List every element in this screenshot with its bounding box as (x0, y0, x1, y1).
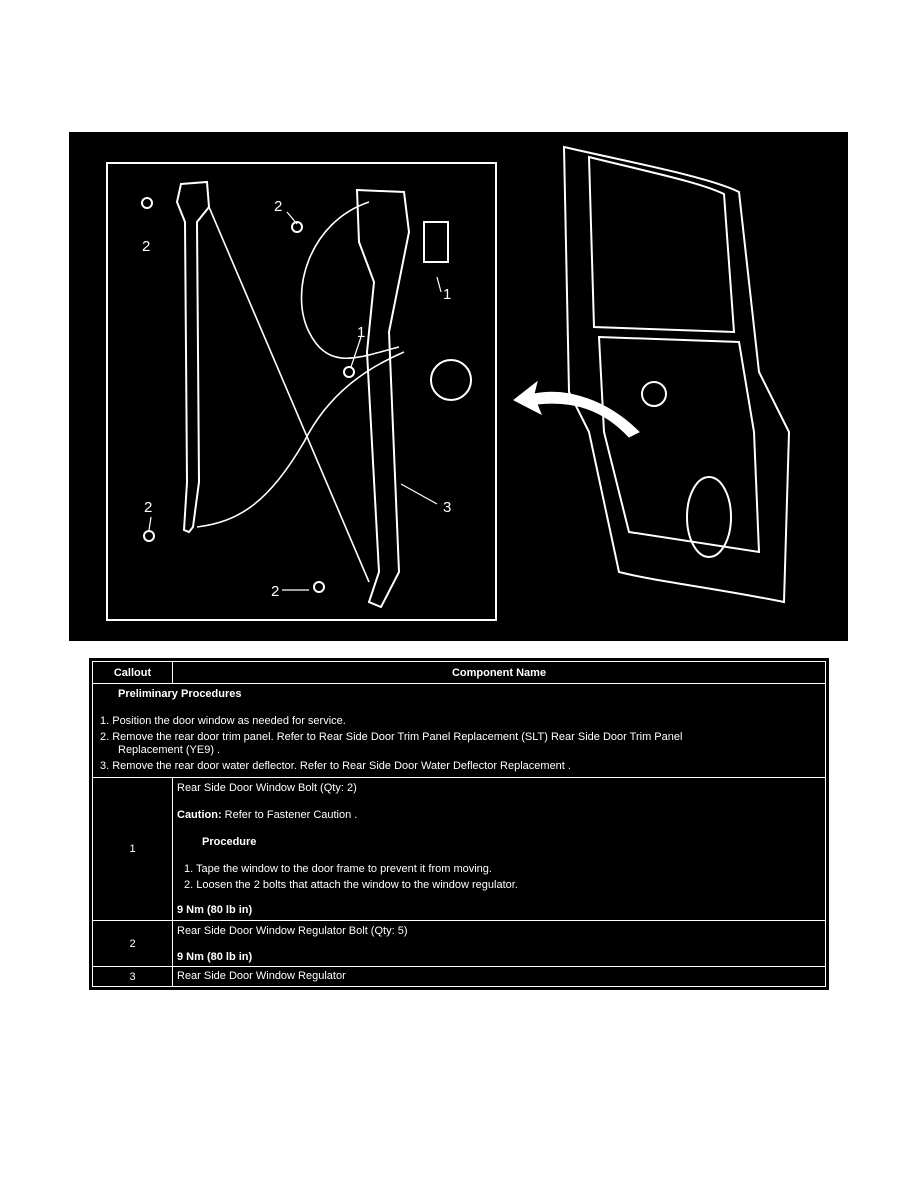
callout-label: 1 (443, 286, 451, 303)
list-item: 2. Loosen the 2 bolts that attach the wi… (184, 879, 518, 891)
list-item: 2. Remove the rear door trim panel. Refe… (100, 731, 683, 743)
preliminary-procedures: Preliminary Procedures 1. Position the d… (93, 684, 825, 778)
component-name: Rear Side Door Window Bolt (Qty: 2) (177, 782, 357, 794)
list-item: 1. Position the door window as needed fo… (100, 715, 346, 727)
component-cell: Rear Side Door Window Regulator Bolt (Qt… (177, 921, 821, 966)
window-regulator-illustration: 2 2 1 1 2 3 2 (106, 145, 791, 621)
front-rail (175, 180, 211, 534)
regulator-clip (423, 221, 449, 263)
callout-label: 2 (271, 583, 279, 600)
table-row: 1 Rear Side Door Window Bolt (Qty: 2) Ca… (93, 778, 825, 921)
callout-label: 3 (443, 499, 451, 516)
component-name: Rear Side Door Window Regulator (177, 970, 346, 982)
list-item: 1. Tape the window to the door frame to … (184, 863, 492, 875)
door-illustration (562, 145, 791, 604)
cable (208, 206, 370, 583)
list-item: Replacement (YE9) . (118, 744, 221, 756)
callout-cell: 2 (93, 921, 173, 966)
direction-arrow (513, 380, 640, 438)
component-cell: Rear Side Door Window Regulator (177, 967, 821, 986)
bolts (141, 197, 355, 593)
callout-label: 2 (142, 238, 150, 255)
leader-lines (148, 211, 442, 591)
torque-spec: 9 Nm (80 lb in) (177, 904, 253, 916)
callout-label: 2 (144, 499, 152, 516)
preliminary-title: Preliminary Procedures (118, 688, 242, 700)
component-cell: Rear Side Door Window Bolt (Qty: 2) Caut… (177, 778, 821, 920)
component-table: Callout Component Name Preliminary Proce… (89, 658, 829, 990)
caution-line: Caution: Refer to Fastener Caution . (177, 809, 357, 822)
callout-header: Callout (93, 662, 173, 683)
cable (300, 201, 400, 359)
procedure-title: Procedure (202, 836, 257, 848)
callout-cell: 1 (93, 778, 173, 920)
cable (196, 351, 405, 528)
caution-text: Refer to Fastener Caution . (221, 809, 358, 821)
caution-label: Caution: (177, 809, 222, 821)
rear-rail (355, 188, 411, 609)
motor (430, 359, 472, 401)
list-item: 3. Remove the rear door water deflector.… (100, 760, 571, 772)
component-name: Rear Side Door Window Regulator Bolt (Qt… (177, 925, 408, 937)
illustration-panel: 2 2 1 1 2 3 2 (69, 132, 848, 641)
torque-spec: 9 Nm (80 lb in) (177, 951, 253, 963)
callout-label: 1 (357, 324, 365, 341)
table-row: 2 Rear Side Door Window Regulator Bolt (… (93, 921, 825, 967)
callout-label: 2 (274, 198, 282, 215)
table-header: Callout Component Name (93, 662, 825, 684)
table-row: 3 Rear Side Door Window Regulator (93, 967, 825, 986)
component-header: Component Name (451, 666, 547, 679)
inset-frame (106, 162, 497, 621)
callout-cell: 3 (93, 967, 173, 986)
